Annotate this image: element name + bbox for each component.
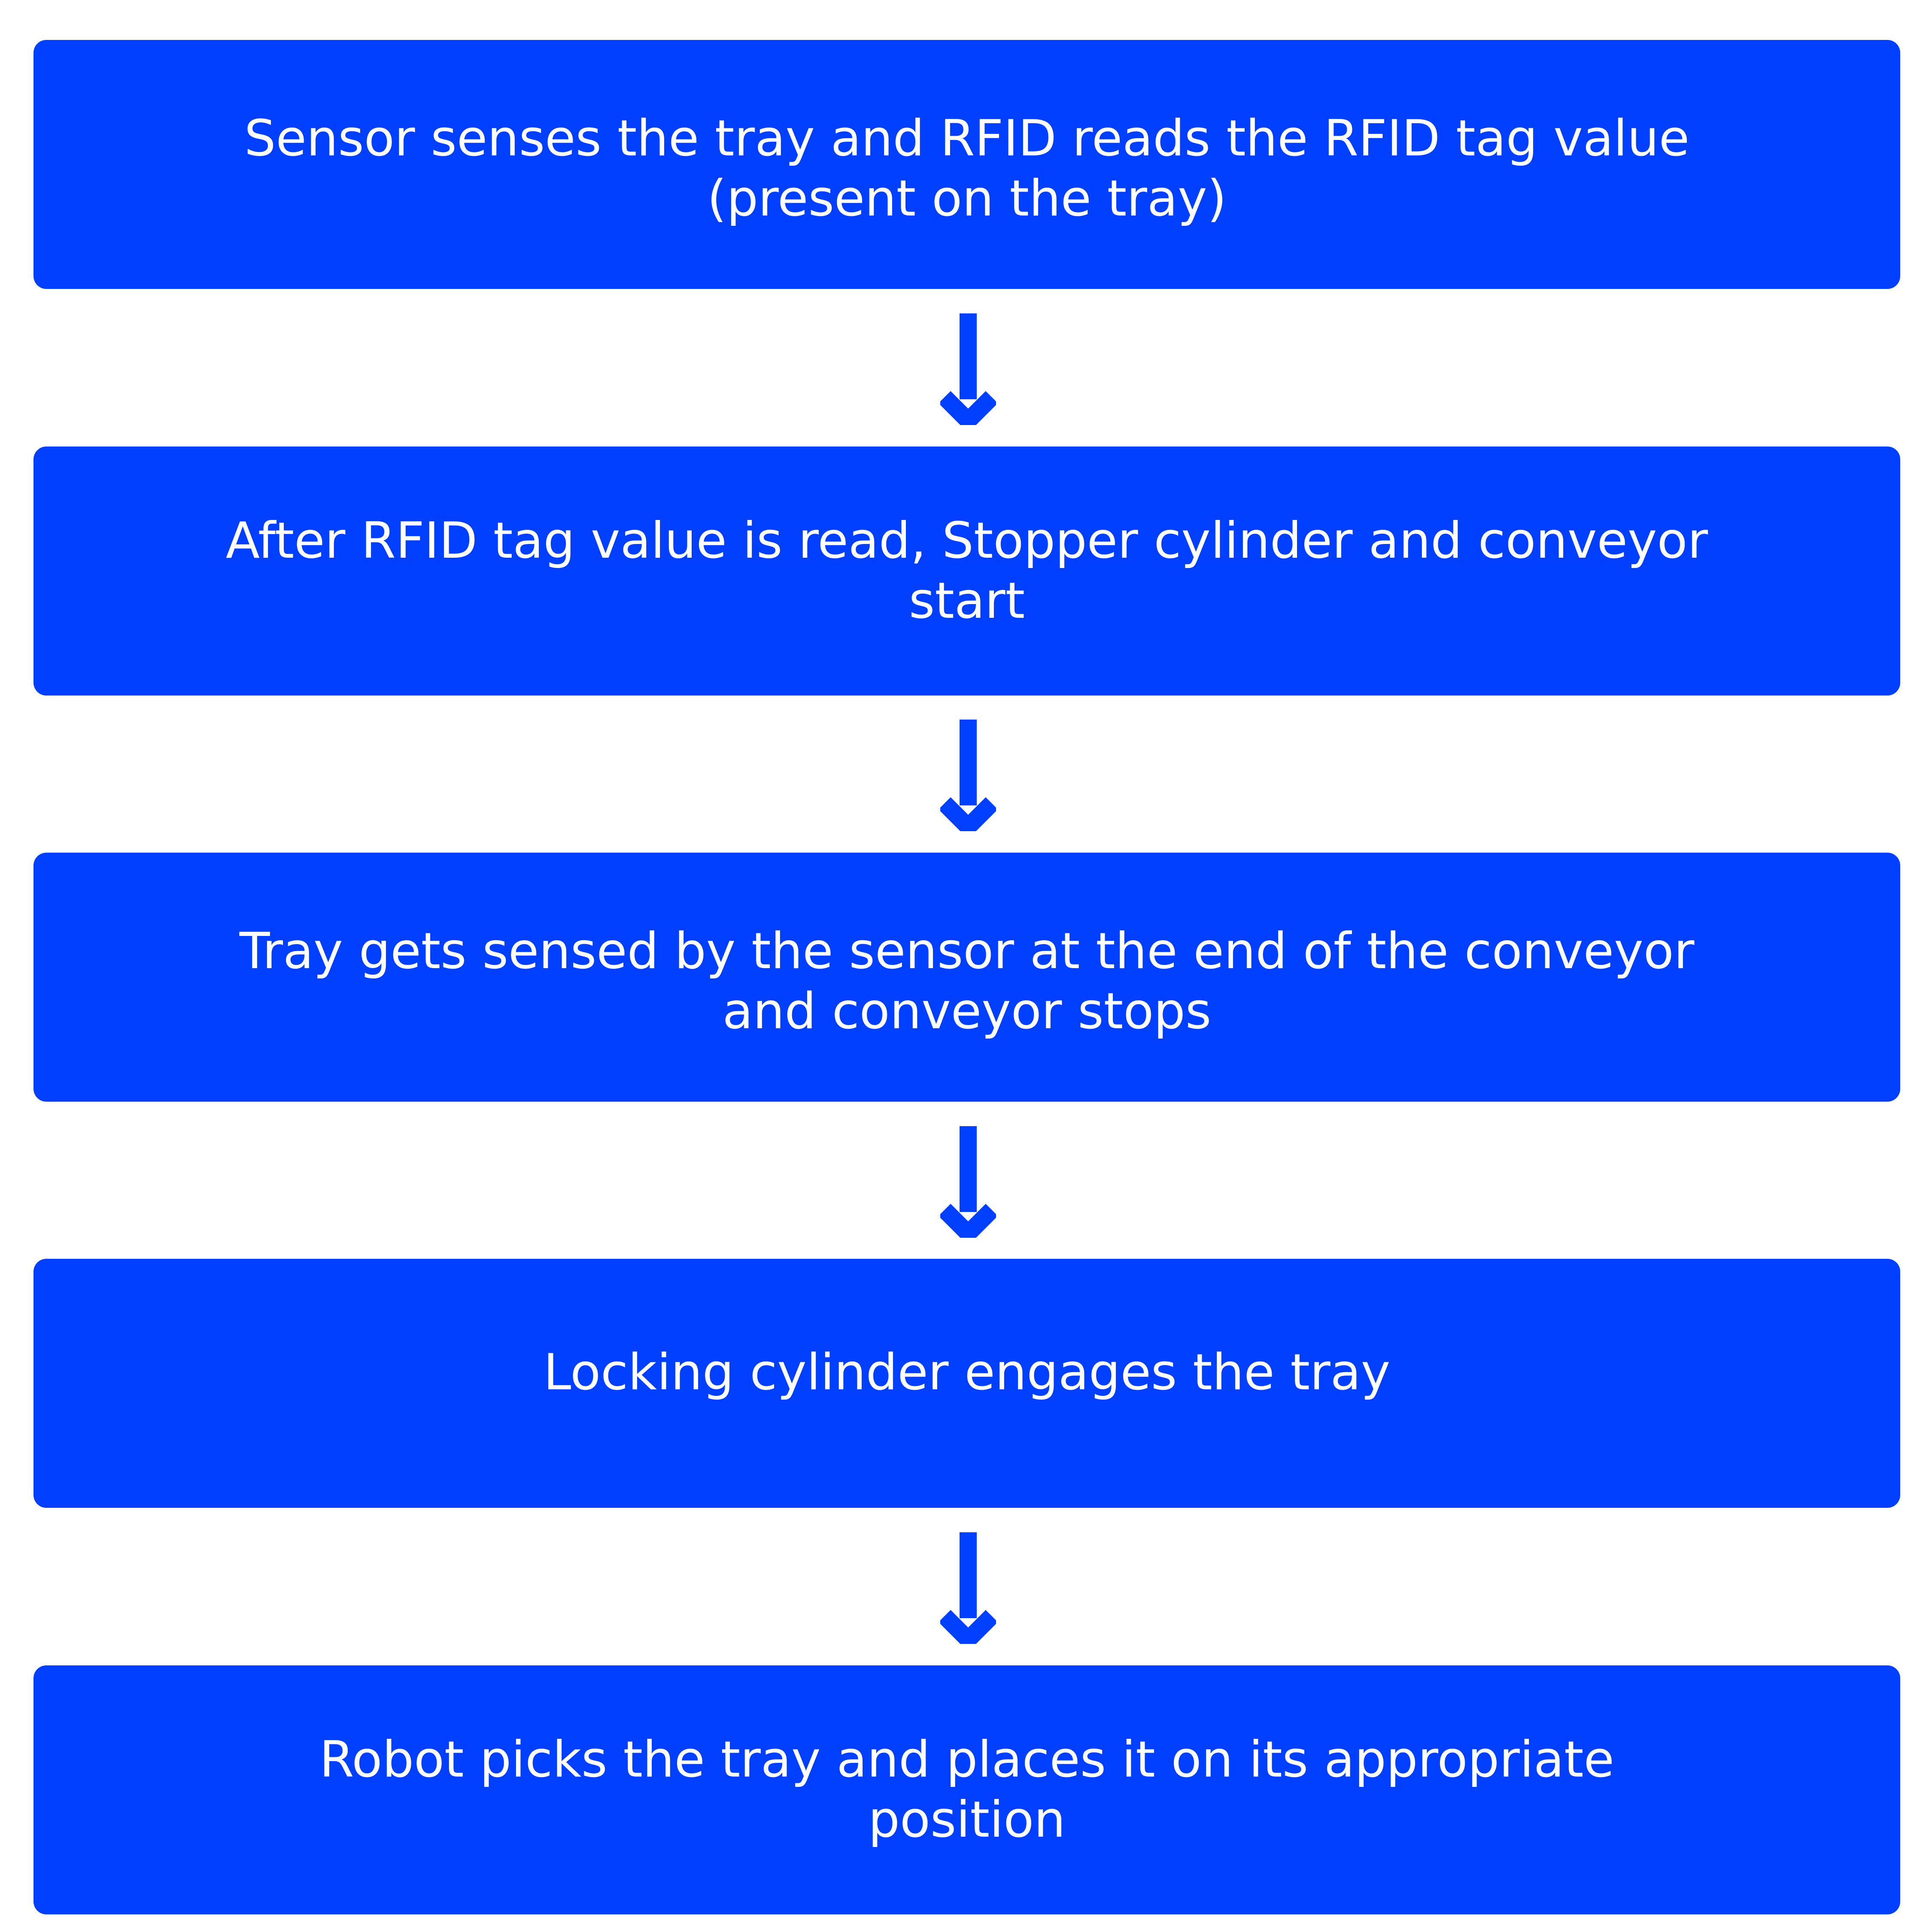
arrow-down-icon	[940, 1532, 996, 1644]
flow-step-3: Tray gets sensed by the sensor at the en…	[33, 853, 1900, 1102]
flow-step-4: Locking cylinder engages the tray	[33, 1259, 1900, 1508]
flow-step-label: Locking cylinder engages the tray	[543, 1343, 1391, 1401]
flow-step-1: Sensor senses the tray and RFID reads th…	[33, 40, 1900, 289]
flow-step-5: Robot picks the tray and places it on it…	[33, 1665, 1900, 1914]
arrow-down-icon	[940, 720, 996, 831]
flow-step-label: After RFID tag value is read, Stopper cy…	[225, 512, 1708, 630]
arrow-down-icon	[940, 313, 996, 425]
flow-step-label: Tray gets sensed by the sensor at the en…	[239, 922, 1695, 1040]
arrow-down-icon	[940, 1126, 996, 1238]
flow-step-2: After RFID tag value is read, Stopper cy…	[33, 447, 1900, 696]
flow-step-label: Sensor senses the tray and RFID reads th…	[244, 109, 1690, 228]
flow-step-label: Robot picks the tray and places it on it…	[319, 1731, 1614, 1849]
